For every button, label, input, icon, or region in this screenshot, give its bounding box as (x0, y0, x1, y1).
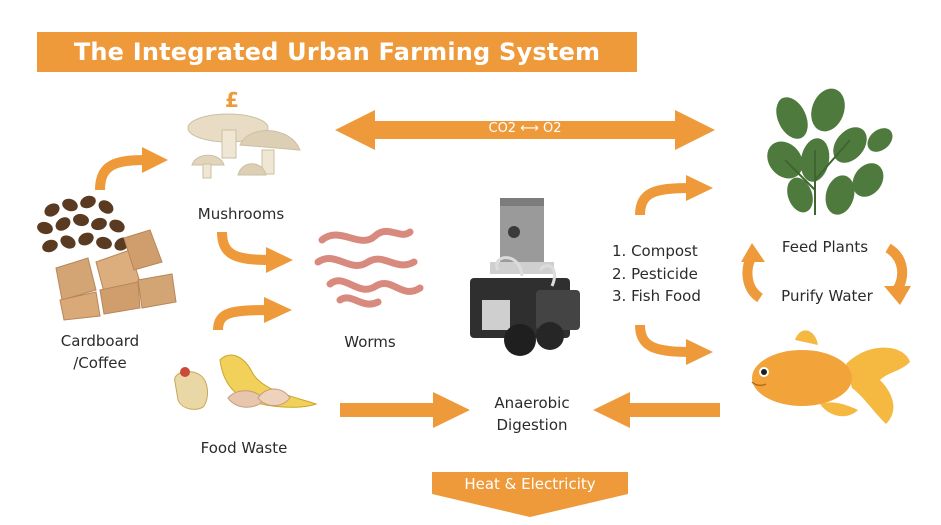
plant-icon (767, 88, 893, 215)
feed-plants-label: Feed Plants (781, 238, 869, 256)
arrow-cycle-right (884, 243, 911, 305)
arrow-foodwaste-to-worms (213, 297, 292, 331)
purify-water-label: Purify Water (781, 287, 873, 305)
gas-exchange-arrow (335, 110, 715, 150)
gas-exchange-label: CO2 ⟷ O2 (488, 121, 562, 136)
anaerobic-label-line1: Anaerobic (494, 394, 570, 412)
food-waste-label: Food Waste (200, 439, 288, 457)
worms-icon (314, 227, 424, 308)
arrow-foodwaste-to-digestion (340, 392, 470, 428)
arrow-cycle-left (741, 243, 765, 303)
output-item: 3. Fish Food (612, 287, 701, 305)
heat-electricity-arrow (432, 472, 628, 517)
cardboard-label: Cardboard /Coffee (40, 330, 160, 374)
title-banner: The Integrated Urban Farming System (37, 32, 637, 72)
mushrooms-label: Mushrooms (197, 205, 285, 223)
food-waste-icon (174, 354, 318, 410)
anaerobic-label: Anaerobic Digestion (470, 392, 594, 436)
pound-symbol: £ (225, 88, 239, 112)
outputs-list: 1. Compost 2. Pesticide 3. Fish Food (612, 240, 701, 308)
arrow-fish-to-digestion (593, 392, 720, 428)
cardboard-label-line1: Cardboard (60, 332, 140, 350)
coffee-beans-icon (37, 195, 130, 253)
worms-label: Worms (344, 333, 396, 351)
arrow-outputs-to-plants (635, 175, 713, 216)
output-item: 1. Compost (612, 242, 698, 260)
heat-electricity-label: Heat & Electricity (464, 475, 596, 493)
anaerobic-label-line2: Digestion (496, 416, 568, 434)
cardboard-boxes-icon (55, 229, 177, 321)
output-item: 2. Pesticide (612, 264, 698, 283)
page-title: The Integrated Urban Farming System (73, 38, 601, 66)
arrow-cardboard-to-mushrooms (95, 147, 168, 191)
goldfish-icon (751, 330, 910, 424)
mushroom-icon (187, 113, 301, 179)
cardboard-label-line2: /Coffee (73, 354, 127, 372)
arrow-outputs-to-fish (635, 324, 713, 365)
arrow-mushrooms-to-worms (217, 231, 293, 273)
digester-icon (470, 198, 580, 356)
